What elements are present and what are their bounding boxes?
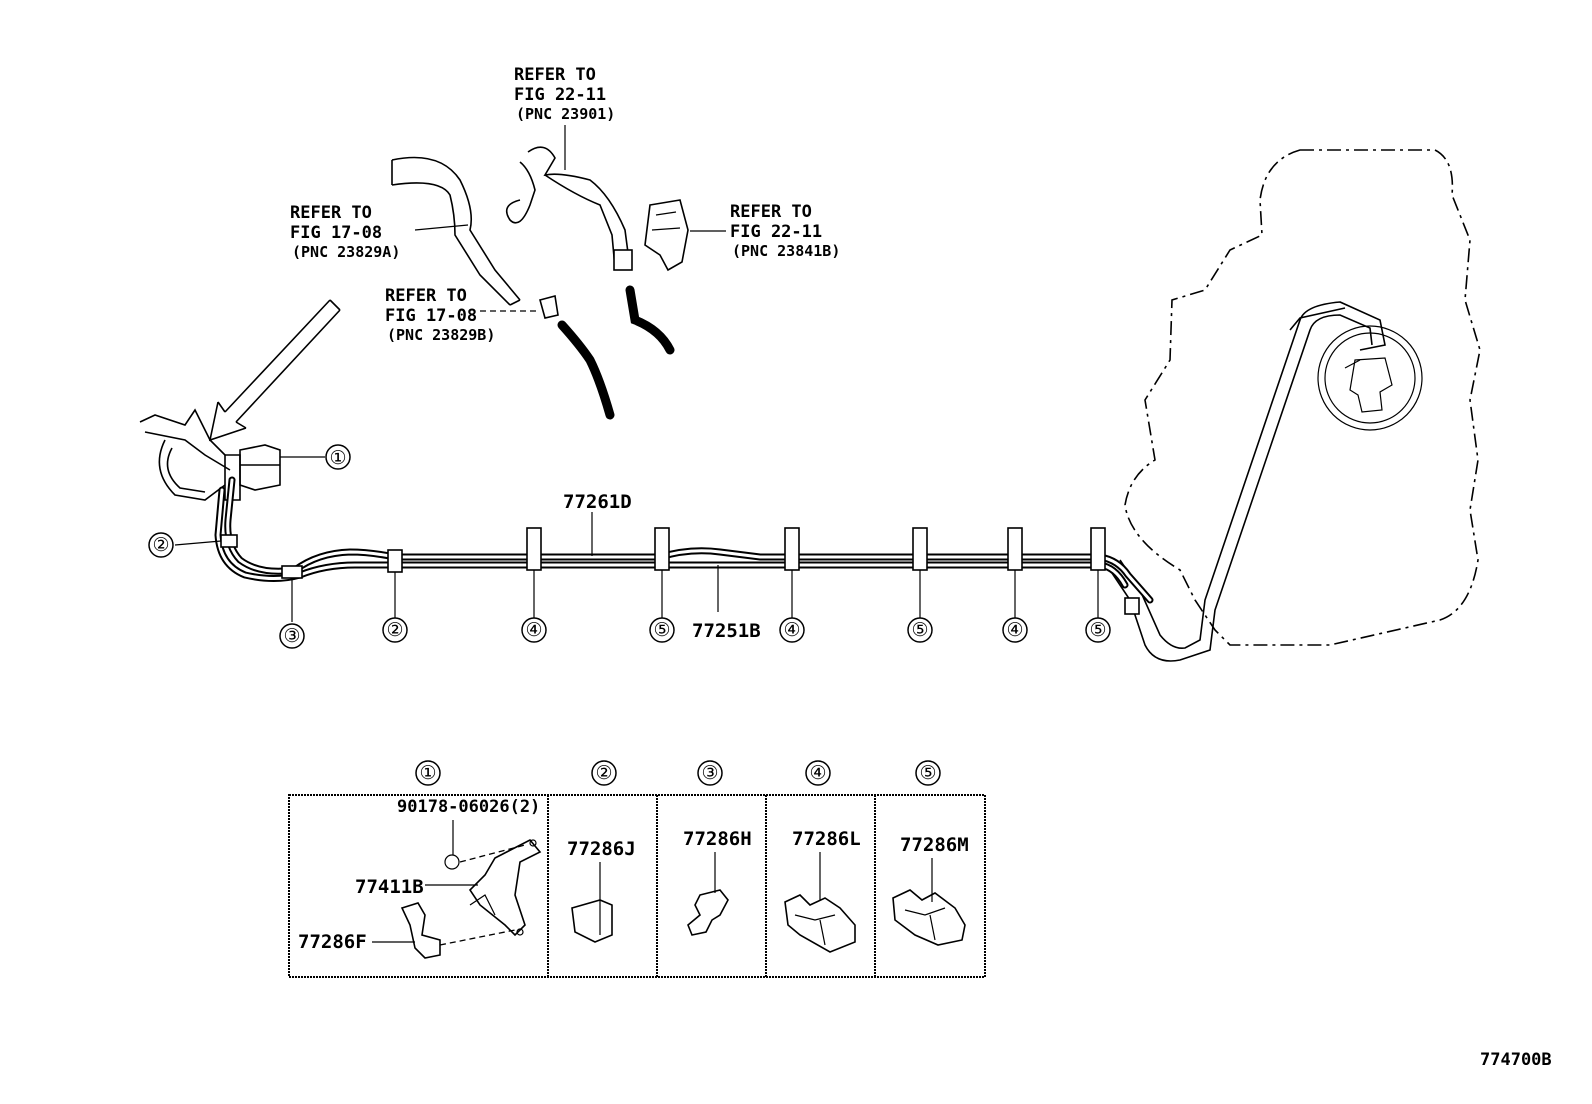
detail-box-5: 77286M: [892, 834, 969, 946]
svg-text:REFER TO: REFER TO: [385, 286, 467, 306]
clip-2b: [387, 549, 403, 573]
svg-text:②: ②: [152, 534, 169, 556]
clip-3: [281, 565, 303, 579]
filter-assembly: [139, 408, 325, 501]
callout-2-left: [148, 532, 174, 558]
leader-lines: [174, 512, 1099, 622]
svg-text:FIG 22-11: FIG 22-11: [514, 85, 606, 105]
clip-4c: [1007, 527, 1023, 571]
figure-id: 774700B: [1480, 1050, 1552, 1070]
svg-text:⑤: ⑤: [911, 619, 928, 641]
clip-5b: [912, 527, 928, 571]
refer-to-1: REFER TO FIG 22-11 (PNC 23901): [514, 65, 615, 123]
callout-row: [279, 617, 1111, 649]
fuel-tank-outline: [1124, 149, 1481, 646]
svg-text:(PNC 23829B): (PNC 23829B): [387, 326, 495, 344]
svg-text:③: ③: [283, 625, 300, 647]
svg-text:②: ②: [595, 762, 612, 784]
svg-text:④: ④: [809, 762, 826, 784]
detail-box-3: 77286H: [683, 828, 752, 936]
svg-text:77286L: 77286L: [792, 828, 861, 850]
svg-text:①: ①: [329, 447, 346, 469]
refer-to-2: REFER TO FIG 17-08 (PNC 23829A): [290, 203, 400, 261]
svg-text:77286J: 77286J: [567, 838, 636, 860]
clip-4b: [784, 527, 800, 571]
svg-text:②: ②: [386, 619, 403, 641]
svg-text:FIG 22-11: FIG 22-11: [730, 222, 822, 242]
clip-2a: [220, 534, 238, 548]
upper-hoses: [391, 146, 689, 420]
svg-text:FIG 17-08: FIG 17-08: [290, 223, 382, 243]
svg-text:④: ④: [1006, 619, 1023, 641]
detail-headers: ① ② ③ ④ ⑤: [415, 760, 941, 786]
svg-text:①: ①: [419, 762, 436, 784]
svg-text:77286M: 77286M: [900, 834, 969, 856]
svg-text:⑤: ⑤: [919, 762, 936, 784]
refer-to-4: REFER TO FIG 17-08 (PNC 23829B): [385, 286, 495, 344]
svg-text:⑤: ⑤: [653, 619, 670, 641]
svg-text:REFER TO: REFER TO: [514, 65, 596, 85]
refer-leaders: [414, 125, 726, 312]
svg-text:④: ④: [525, 619, 542, 641]
svg-text:(PNC 23901): (PNC 23901): [516, 105, 615, 123]
detail-box-2: 77286J: [567, 838, 636, 943]
svg-text:(PNC 23829A): (PNC 23829A): [292, 243, 400, 261]
svg-text:REFER TO: REFER TO: [290, 203, 372, 223]
svg-text:FIG 17-08: FIG 17-08: [385, 306, 477, 326]
part-label-77261d: 77261D: [563, 491, 632, 513]
svg-text:⑤: ⑤: [1089, 619, 1106, 641]
refer-to-3: REFER TO FIG 22-11 (PNC 23841B): [730, 202, 840, 260]
svg-text:77286H: 77286H: [683, 828, 752, 850]
part-label-77251b: 77251B: [692, 620, 761, 642]
callout-numbers: ② ③ ② ④ ⑤ ④ ⑤ ④ ⑤: [152, 534, 1106, 647]
svg-text:④: ④: [783, 619, 800, 641]
svg-text:77411B: 77411B: [355, 876, 424, 898]
direction-arrow: [208, 299, 341, 442]
callout-1-top: ①: [325, 444, 351, 470]
clip-5a: [654, 527, 670, 571]
detail-box-4: 77286L: [784, 828, 861, 953]
svg-text:REFER TO: REFER TO: [730, 202, 812, 222]
clip-5c: [1090, 527, 1106, 571]
tank-feed-pipe: [1109, 301, 1386, 662]
clip-4a: [526, 527, 542, 571]
detail-table: [288, 794, 986, 978]
detail-box-1: 90178-06026(2) 77411B 77286F: [298, 797, 542, 959]
svg-text:(PNC 23841B): (PNC 23841B): [732, 242, 840, 260]
svg-text:90178-06026(2): 90178-06026(2): [397, 797, 540, 817]
svg-text:77286F: 77286F: [298, 931, 367, 953]
svg-text:③: ③: [701, 762, 718, 784]
